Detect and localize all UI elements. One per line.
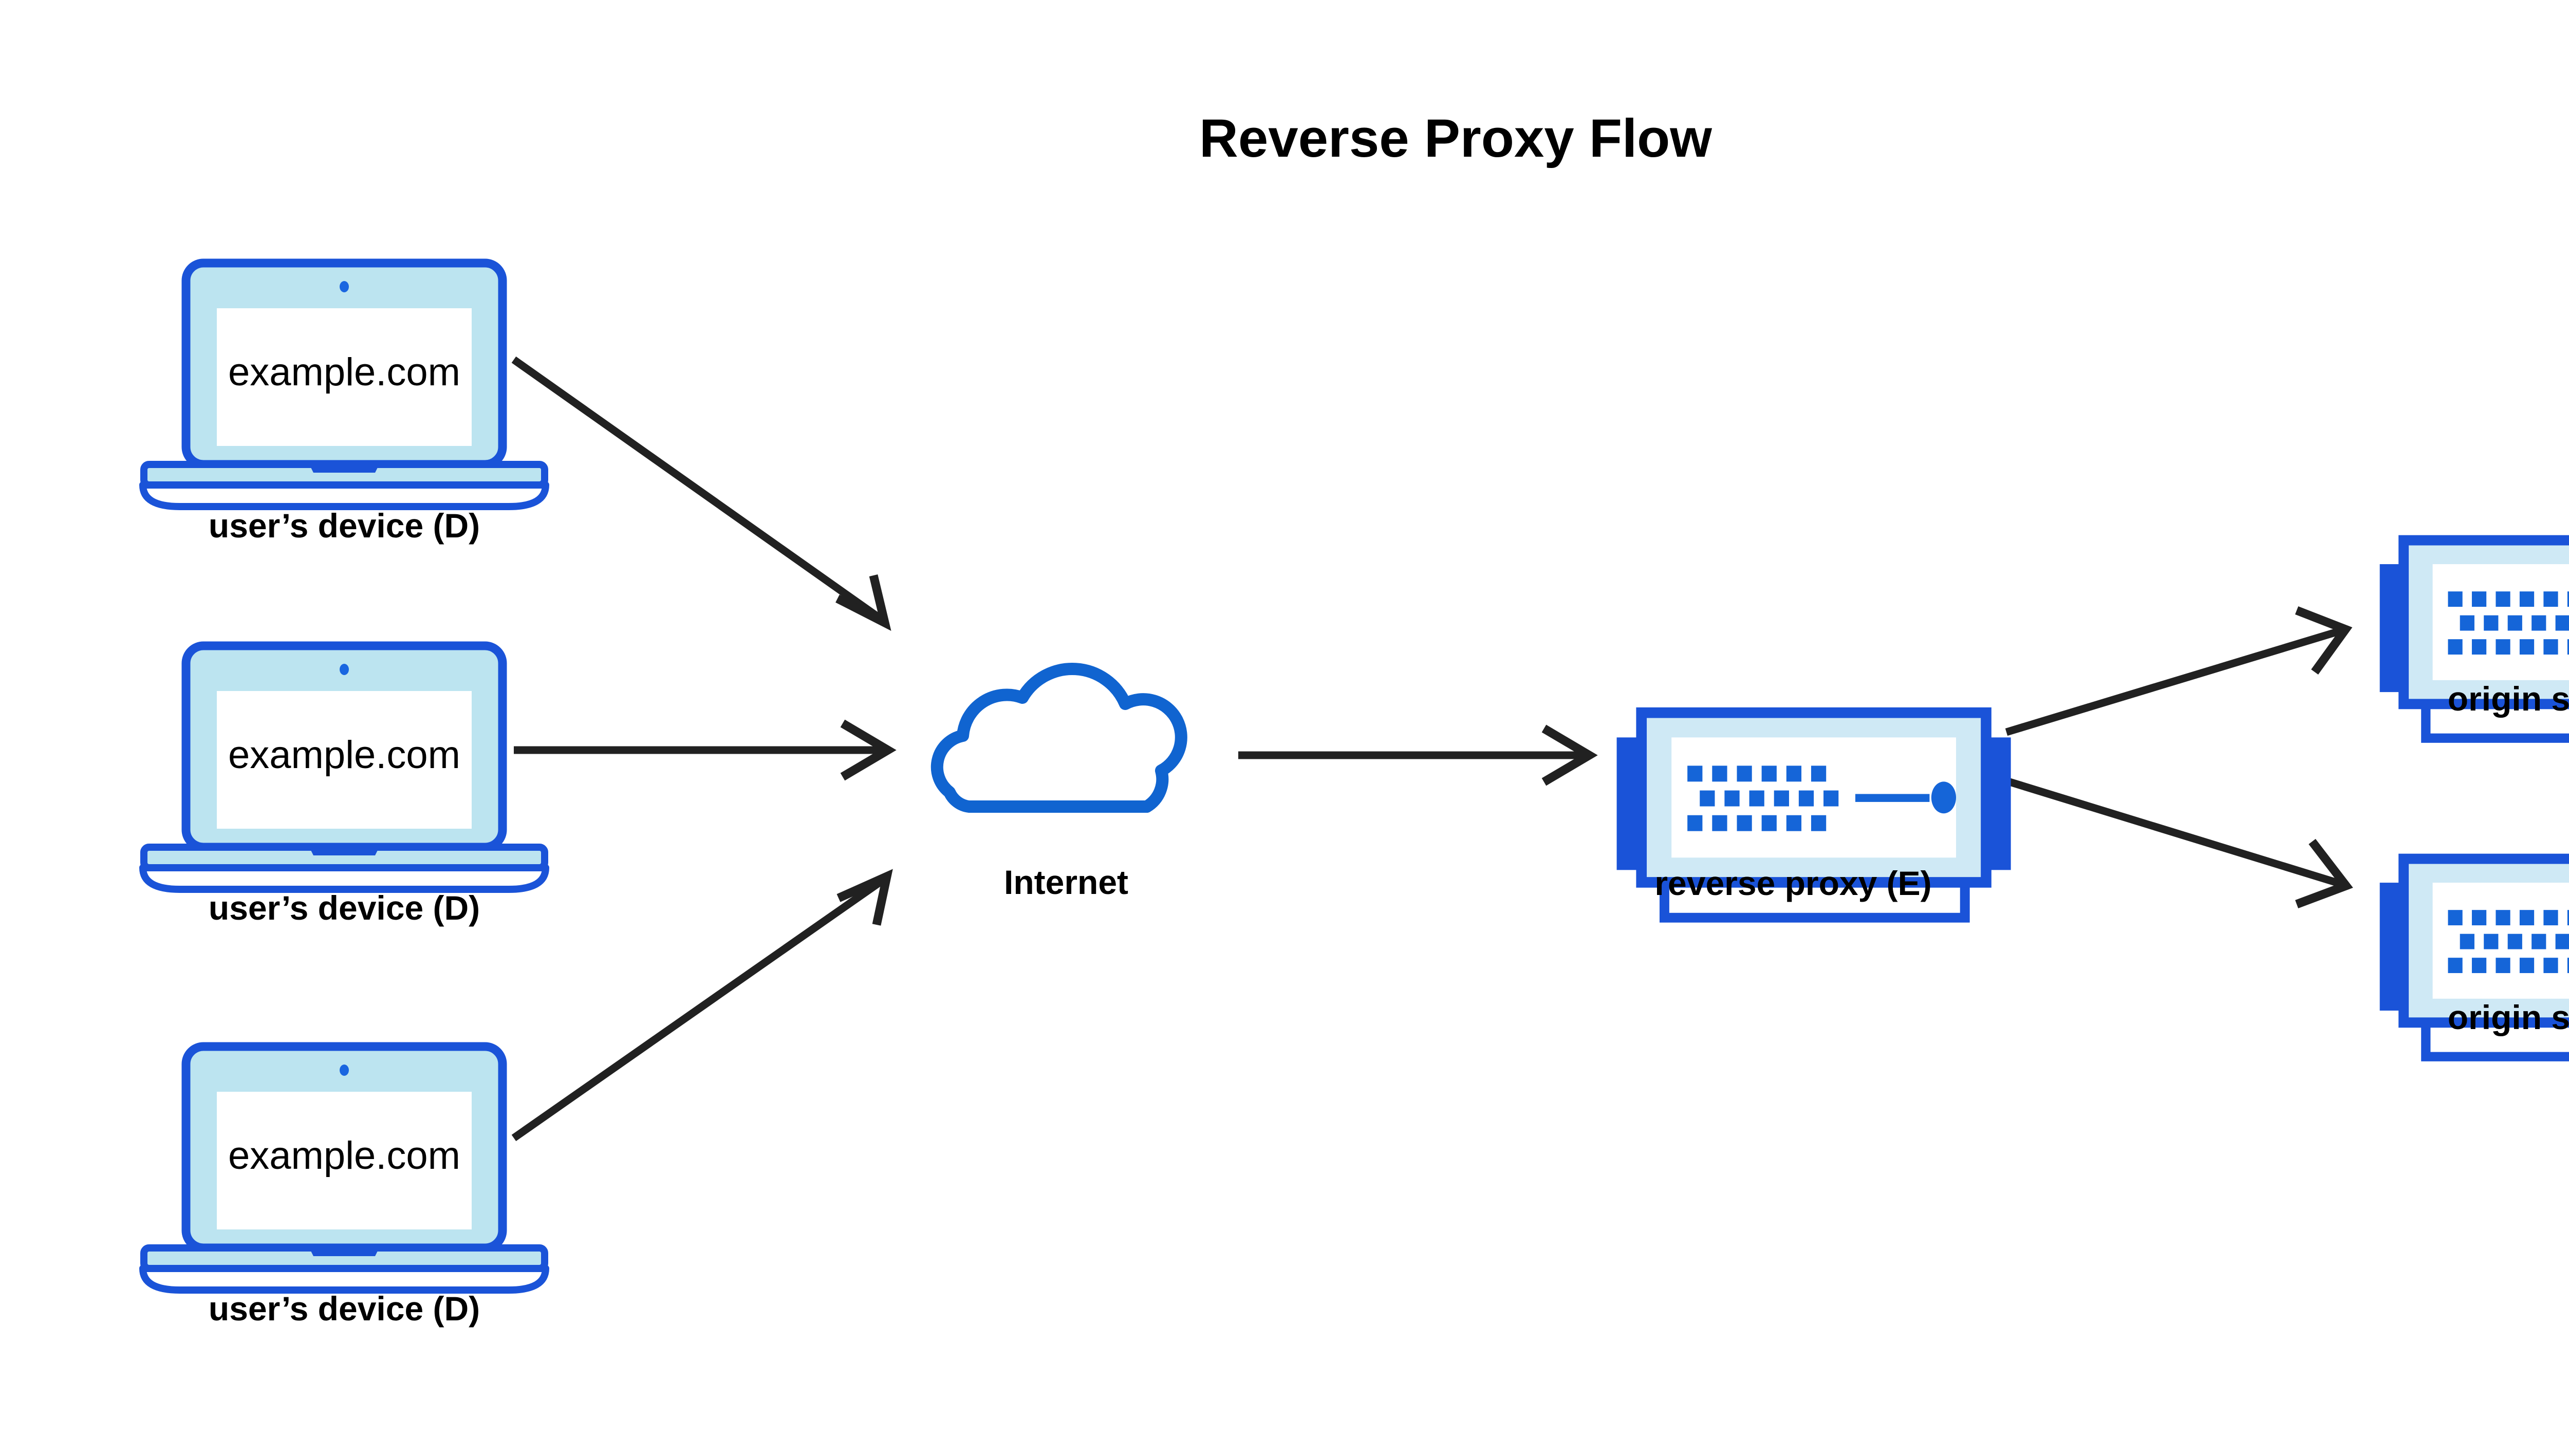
origin-server-node-bottom[interactable]: origin server (F) [2380, 859, 2569, 1057]
edge-client-bottom-to-internet [511, 869, 893, 1142]
client-label-top: user’s device (D) [209, 507, 480, 545]
client-node-top[interactable]: example.com user’s device (D) [143, 263, 546, 545]
reverse-proxy-label: reverse proxy (E) [1654, 864, 1931, 902]
origin-server-label-top: origin server (F) [2448, 680, 2569, 718]
edge-proxy-to-origin-bottom [2005, 777, 2353, 908]
cloud-icon [937, 669, 1181, 807]
page-title: Reverse Proxy Flow [1199, 108, 1712, 169]
client-node-bottom[interactable]: example.com user’s device (D) [143, 1047, 546, 1328]
edge-internet-to-proxy [1238, 724, 1598, 786]
edge-proxy-to-origin-top [2005, 606, 2353, 736]
client-label-bottom: user’s device (D) [209, 1290, 480, 1328]
laptop-screen-text: example.com [228, 733, 460, 777]
origin-server-node-top[interactable]: origin server (F) [2380, 540, 2569, 738]
edge-client-middle-to-internet [514, 719, 897, 781]
edge-client-top-to-internet [511, 356, 891, 631]
origin-server-label-bottom: origin server (F) [2448, 998, 2569, 1036]
client-node-middle[interactable]: example.com user’s device (D) [143, 646, 546, 927]
laptop-screen-text: example.com [228, 1134, 460, 1178]
reverse-proxy-node[interactable]: reverse proxy (E) [1617, 713, 2011, 918]
laptop-screen-text: example.com [228, 350, 460, 394]
internet-label: Internet [1004, 863, 1128, 901]
client-label-middle: user’s device (D) [209, 889, 480, 927]
edge-layer [511, 356, 2353, 1142]
internet-node[interactable]: Internet [937, 669, 1181, 901]
